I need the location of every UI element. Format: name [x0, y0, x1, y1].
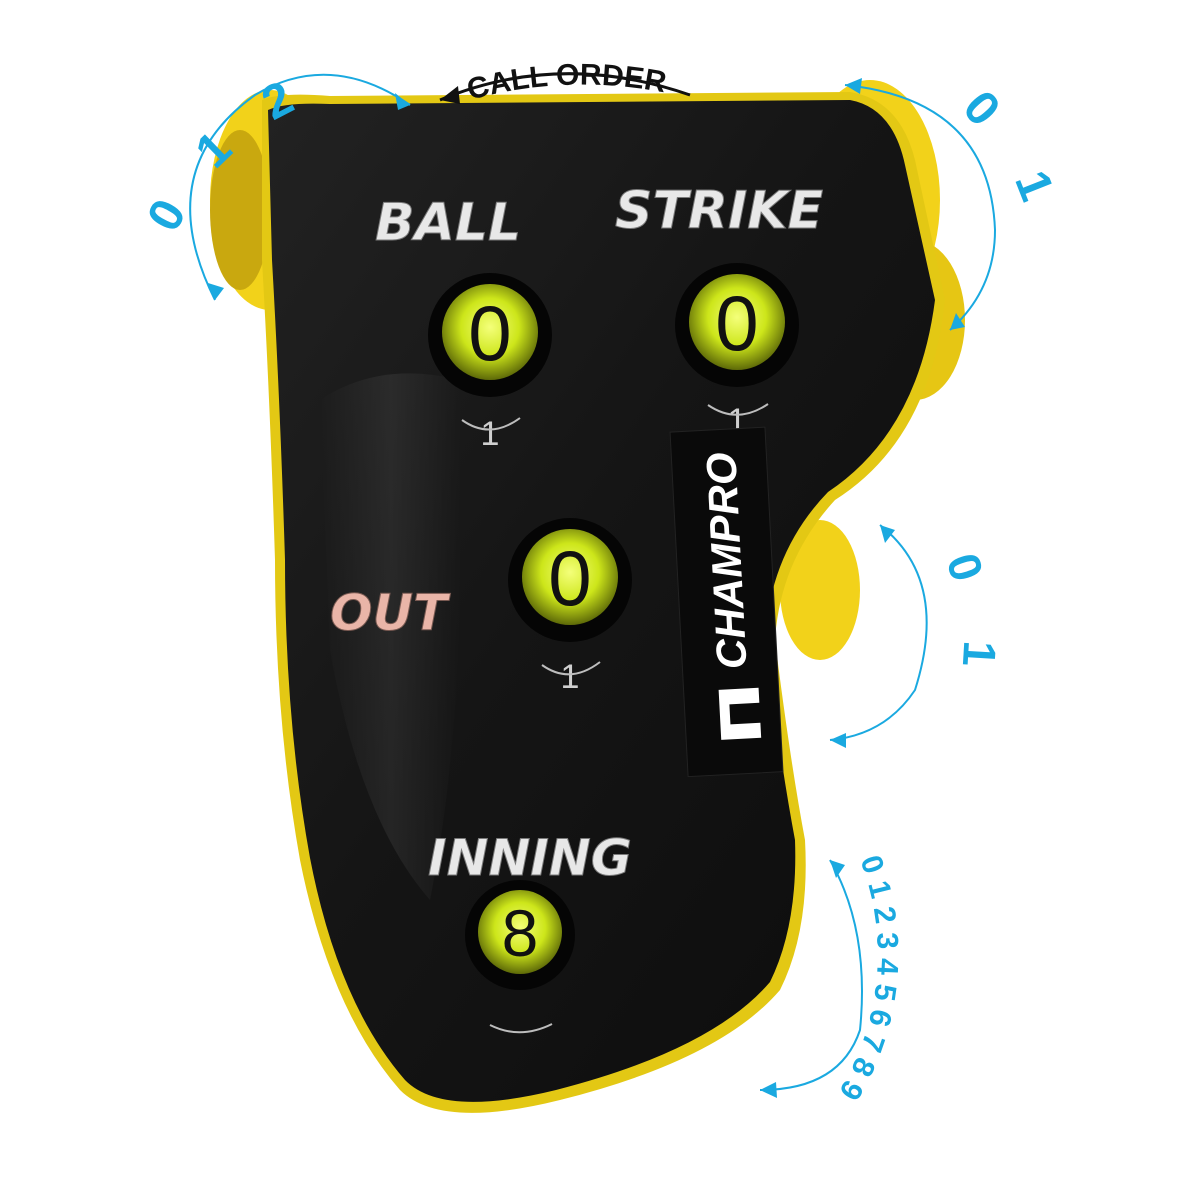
strike-value: 0	[715, 279, 758, 367]
inning-label: INNING	[428, 829, 632, 887]
strike-label: STRIKE	[615, 181, 823, 241]
inning-window[interactable]: 8	[465, 880, 575, 990]
strike-arrow-mark	[707, 403, 769, 416]
ball-next-digit: 1	[481, 415, 500, 453]
inning-value: 8	[502, 896, 539, 970]
out-arrow-mark	[541, 661, 601, 676]
out-value: 0	[548, 534, 591, 622]
ball-arrow-mark	[461, 417, 521, 431]
champro-c-logo	[718, 687, 762, 740]
brand-plate: CHAMPRO	[669, 426, 784, 778]
ball-label: BALL	[375, 193, 521, 253]
brand-name: CHAMPRO	[697, 451, 755, 670]
strike-window[interactable]: 0	[675, 263, 799, 387]
ball-value: 0	[468, 289, 511, 377]
body-highlight	[320, 373, 462, 900]
inning-arrow-mark	[489, 1023, 553, 1034]
ball-wheel-shade	[210, 130, 270, 290]
out-next-digit: 1	[561, 658, 580, 696]
out-window[interactable]: 0	[508, 518, 632, 642]
out-label: OUT	[330, 584, 451, 642]
out-wheel[interactable]	[780, 520, 860, 660]
ball-window[interactable]: 0	[428, 273, 552, 397]
